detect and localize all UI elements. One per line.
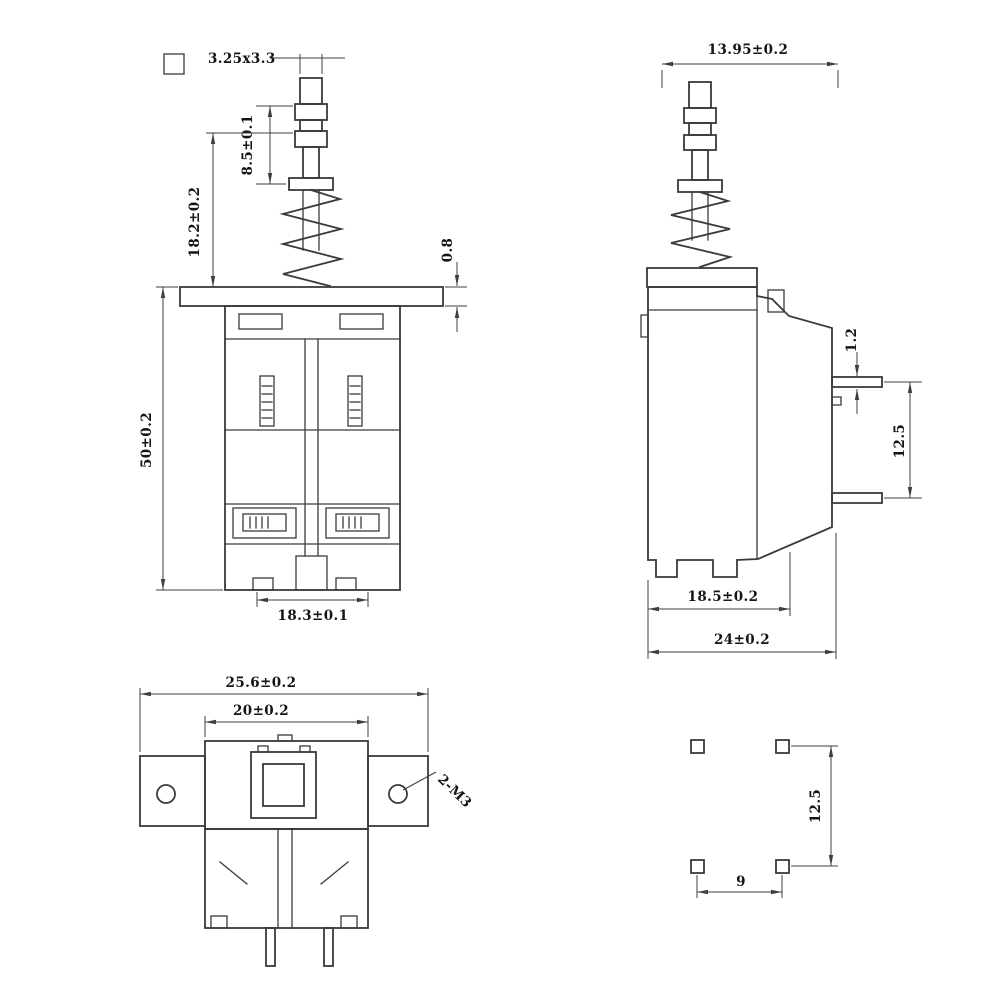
dim-top-width-label: 13.95±0.2 bbox=[708, 42, 789, 58]
dim-flange-thickness: 0.8 bbox=[440, 238, 467, 332]
side-body bbox=[640, 267, 883, 578]
dim-pin-pitch-label: 12.5 bbox=[892, 424, 908, 458]
dim-plunger-height-label: 18.2±0.2 bbox=[187, 187, 203, 258]
bottom-pin-left bbox=[265, 927, 276, 967]
dim-col-pitch-label: 9 bbox=[736, 874, 746, 890]
dim-stroke-label: 8.5±0.1 bbox=[240, 114, 256, 175]
side-clip bbox=[640, 314, 649, 338]
side-view: 13.95±0.2 1.2 12.5 18.5±0.2 24±0.2 bbox=[640, 42, 922, 659]
mounting-bracket bbox=[139, 734, 429, 830]
front-view: 3.25x3.3 8.5±0.1 18.2±0.2 50±0.2 bbox=[139, 51, 467, 624]
pcb-hole bbox=[775, 859, 790, 874]
dim-stroke: 8.5±0.1 bbox=[240, 105, 293, 185]
terminal-window-left bbox=[232, 507, 297, 539]
dim-row-pitch-label: 12.5 bbox=[808, 789, 824, 823]
dim-tip-section: 3.25x3.3 bbox=[208, 51, 345, 74]
callout-mount-holes: 2-M3 bbox=[402, 771, 475, 811]
dim-pin-pitch: 12.5 bbox=[884, 381, 922, 499]
dim-top-body-width: 20±0.2 bbox=[204, 703, 369, 737]
dim-pin-thickness: 1.2 bbox=[844, 328, 860, 414]
dim-row-pitch: 12.5 bbox=[791, 745, 838, 867]
dim-body-width: 18.3±0.1 bbox=[256, 592, 369, 624]
pcb-hole bbox=[775, 739, 790, 754]
side-flange bbox=[646, 267, 758, 288]
pin-lower bbox=[831, 492, 883, 504]
dim-body-height: 50±0.2 bbox=[139, 286, 223, 591]
side-spring bbox=[670, 190, 734, 269]
top-plunger-square bbox=[250, 745, 317, 819]
dim-pin-thickness-label: 1.2 bbox=[844, 328, 860, 353]
dim-body-depth-label: 18.5±0.2 bbox=[688, 589, 759, 605]
front-body bbox=[179, 286, 444, 591]
dim-flange-thickness-label: 0.8 bbox=[440, 238, 456, 263]
pcb-hole bbox=[690, 859, 705, 874]
dim-overall-depth-label: 24±0.2 bbox=[714, 632, 770, 648]
dim-bracket-width: 25.6±0.2 bbox=[139, 675, 429, 752]
bottom-pin-right bbox=[323, 927, 334, 967]
dim-top-body-width-label: 20±0.2 bbox=[233, 703, 289, 719]
dim-plunger-height: 18.2±0.2 bbox=[187, 132, 293, 287]
side-latch bbox=[767, 289, 785, 313]
callout-mount-holes-label: 2-M3 bbox=[434, 771, 475, 811]
top-body bbox=[204, 828, 369, 967]
front-plunger bbox=[288, 77, 334, 251]
dim-tip-section-label: 3.25x3.3 bbox=[208, 51, 276, 67]
pcb-hole bbox=[690, 739, 705, 754]
dim-body-width-label: 18.3±0.1 bbox=[278, 608, 349, 624]
mounting-hole-right bbox=[388, 784, 408, 804]
top-view: 25.6±0.2 20±0.2 2-M3 bbox=[139, 675, 475, 967]
mounting-hole-left bbox=[156, 784, 176, 804]
side-plunger bbox=[677, 81, 723, 241]
dim-body-height-label: 50±0.2 bbox=[139, 412, 155, 468]
terminal-window-right bbox=[325, 507, 390, 539]
dim-top-width: 13.95±0.2 bbox=[661, 42, 839, 88]
front-spring bbox=[279, 188, 345, 288]
pin-upper bbox=[831, 376, 883, 388]
dim-body-depth: 18.5±0.2 bbox=[647, 552, 791, 659]
dim-overall-depth: 24±0.2 bbox=[648, 533, 837, 659]
square-section-icon bbox=[163, 53, 185, 75]
hole-pattern-view: 12.5 9 bbox=[690, 739, 838, 898]
dim-bracket-width-label: 25.6±0.2 bbox=[226, 675, 297, 691]
dim-col-pitch: 9 bbox=[696, 874, 783, 898]
front-flange bbox=[179, 286, 444, 307]
